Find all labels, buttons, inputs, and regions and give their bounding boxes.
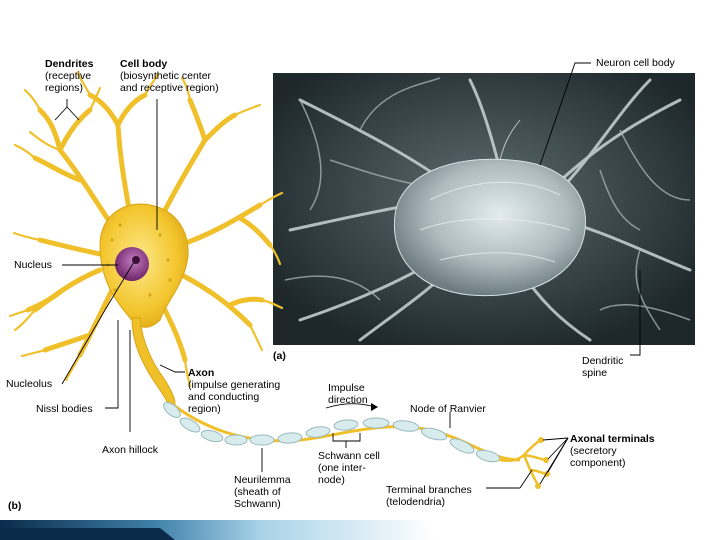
neuron-illustration (8, 70, 550, 489)
label-neuron-cell-body: Neuron cell body (596, 57, 675, 69)
label-axon: Axon (impulse generating and conducting … (188, 367, 281, 415)
label-axonal-terminals: Axonal terminals (secretory component) (570, 433, 655, 469)
leader-lines (54, 62, 641, 489)
label-impulse-direction: Impulse direction (328, 382, 368, 406)
label-nucleus: Nucleus (14, 259, 52, 271)
label-nucleolus: Nucleolus (6, 378, 53, 390)
label-terminal-branches: Terminal branches (telodendria) (386, 484, 472, 508)
label-dendrites: Dendrites (receptive regions) (45, 58, 94, 94)
label-node-of-ranvier: Node of Ranvier (410, 403, 486, 415)
micrograph-panel (273, 73, 695, 345)
label-nissl-bodies: Nissl bodies (36, 403, 93, 415)
label-axon-hillock: Axon hillock (102, 444, 159, 456)
label-neurilemma: Neurilemma (sheath of Schwann) (234, 474, 291, 510)
panel-label-b: (b) (8, 500, 22, 512)
panel-label-a: (a) (273, 350, 286, 362)
bottom-decor-bar (0, 520, 436, 540)
label-schwann-cell: Schwann cell (one inter- node) (318, 450, 380, 486)
label-cell-body: Cell body (biosynthetic center and recep… (120, 58, 219, 94)
label-dendritic-spine: Dendritic spine (582, 355, 624, 379)
